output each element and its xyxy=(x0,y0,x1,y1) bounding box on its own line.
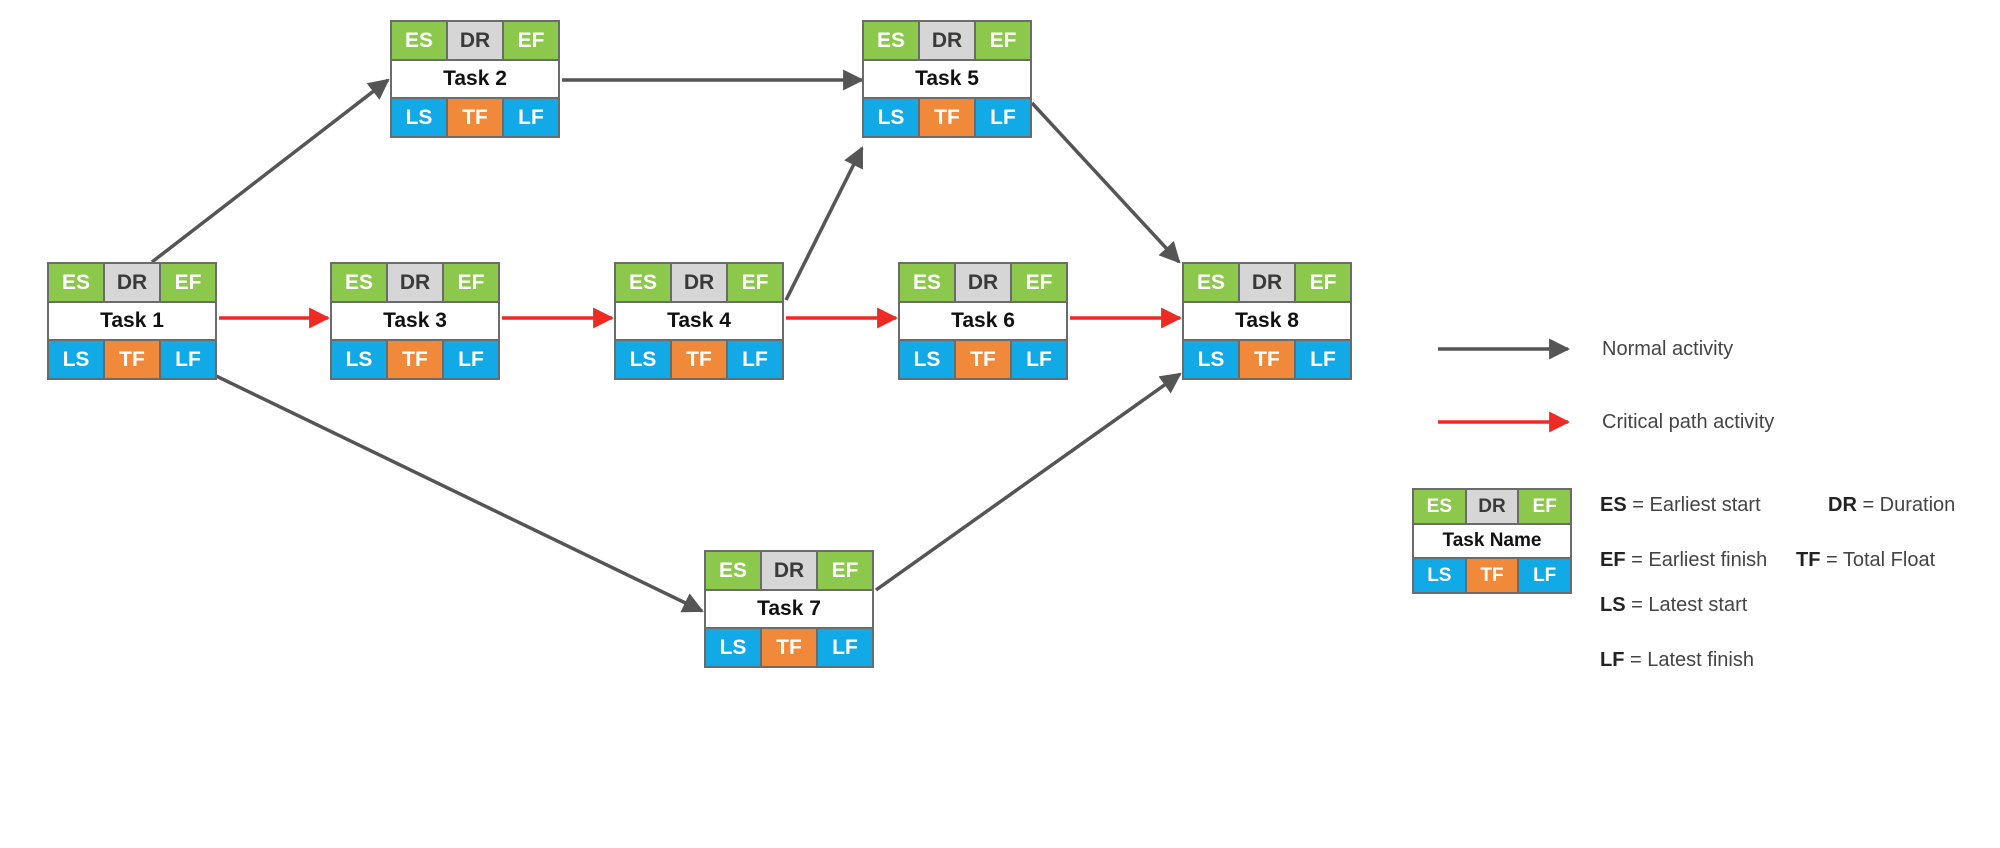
tf-cell: TF xyxy=(762,629,818,666)
def-text: = Latest start xyxy=(1625,594,1748,616)
def-abbr: LF xyxy=(1600,649,1625,671)
tf-cell: TF xyxy=(1466,559,1520,592)
dr-cell: DR xyxy=(956,264,1012,301)
def-abbr: TF xyxy=(1796,549,1821,571)
tf-cell: TF xyxy=(448,99,504,136)
task-name: Task 7 xyxy=(706,589,872,629)
legend-def-lf: LF = Latest finish xyxy=(1600,649,1754,672)
dr-cell: DR xyxy=(762,552,818,589)
task-name: Task 6 xyxy=(900,301,1066,341)
ef-cell: EF xyxy=(161,264,215,301)
es-cell: ES xyxy=(332,264,388,301)
ef-cell: EF xyxy=(1519,490,1571,523)
def-text: = Duration xyxy=(1856,494,1956,516)
def-abbr: EF xyxy=(1600,549,1626,571)
lf-cell: LF xyxy=(976,99,1030,136)
ls-cell: LS xyxy=(392,99,448,136)
edge-task5-task8 xyxy=(1030,101,1181,264)
ls-cell: LS xyxy=(49,341,105,378)
legend-def-dr: DR = Duration xyxy=(1828,494,1955,517)
def-text: = Total Float xyxy=(1820,549,1936,571)
es-cell: ES xyxy=(900,264,956,301)
ef-cell: EF xyxy=(818,552,872,589)
ls-cell: LS xyxy=(1414,559,1467,592)
edge-task7-task8 xyxy=(874,372,1182,592)
task-name: Task 3 xyxy=(332,301,498,341)
def-text: = Latest finish xyxy=(1624,649,1754,671)
lf-cell: LF xyxy=(728,341,782,378)
task-name: Task 8 xyxy=(1184,301,1350,341)
lf-cell: LF xyxy=(504,99,558,136)
edge-task1-task2 xyxy=(150,78,390,264)
task-name: Task 5 xyxy=(864,59,1030,99)
ef-cell: EF xyxy=(1012,264,1066,301)
es-cell: ES xyxy=(1184,264,1240,301)
dr-cell: DR xyxy=(672,264,728,301)
ef-cell: EF xyxy=(1296,264,1350,301)
tf-cell: TF xyxy=(672,341,728,378)
def-abbr: DR xyxy=(1828,494,1857,516)
ls-cell: LS xyxy=(864,99,920,136)
ef-cell: EF xyxy=(444,264,498,301)
dr-cell: DR xyxy=(105,264,161,301)
es-cell: ES xyxy=(706,552,762,589)
es-cell: ES xyxy=(392,22,448,59)
es-cell: ES xyxy=(864,22,920,59)
task-name: Task 4 xyxy=(616,301,782,341)
tf-cell: TF xyxy=(388,341,444,378)
task-name: Task 1 xyxy=(49,301,215,341)
lf-cell: LF xyxy=(1012,341,1066,378)
legend-def-ef: EF = Earliest finish xyxy=(1600,549,1767,572)
legend-def-es: ES = Earliest start xyxy=(1600,494,1761,517)
edge-task1-task7 xyxy=(211,372,704,613)
lf-cell: LF xyxy=(1296,341,1350,378)
tf-cell: TF xyxy=(920,99,976,136)
edge-task4-task5 xyxy=(784,146,864,301)
tf-cell: TF xyxy=(956,341,1012,378)
ls-cell: LS xyxy=(706,629,762,666)
dr-cell: DR xyxy=(920,22,976,59)
ls-cell: LS xyxy=(1184,341,1240,378)
def-text: = Earliest finish xyxy=(1625,549,1768,571)
dr-cell: DR xyxy=(448,22,504,59)
legend-task-name: Task Name xyxy=(1414,523,1570,559)
dr-cell: DR xyxy=(388,264,444,301)
ef-cell: EF xyxy=(976,22,1030,59)
def-text: = Earliest start xyxy=(1626,494,1761,516)
dr-cell: DR xyxy=(1240,264,1296,301)
def-abbr: LS xyxy=(1600,594,1626,616)
task-name: Task 2 xyxy=(392,59,558,99)
es-cell: ES xyxy=(616,264,672,301)
def-abbr: ES xyxy=(1600,494,1627,516)
legend-critical-label: Critical path activity xyxy=(1602,411,1775,433)
es-cell: ES xyxy=(49,264,105,301)
dr-cell: DR xyxy=(1466,490,1520,523)
tf-cell: TF xyxy=(1240,341,1296,378)
ls-cell: LS xyxy=(616,341,672,378)
lf-cell: LF xyxy=(161,341,215,378)
lf-cell: LF xyxy=(1519,559,1571,592)
tf-cell: TF xyxy=(105,341,161,378)
ef-cell: EF xyxy=(504,22,558,59)
legend-def-ls: LS = Latest start xyxy=(1600,594,1747,617)
lf-cell: LF xyxy=(818,629,872,666)
legend-normal-label: Normal activity xyxy=(1602,338,1734,360)
ls-cell: LS xyxy=(332,341,388,378)
es-cell: ES xyxy=(1414,490,1467,523)
lf-cell: LF xyxy=(444,341,498,378)
ls-cell: LS xyxy=(900,341,956,378)
ef-cell: EF xyxy=(728,264,782,301)
legend-def-tf: TF = Total Float xyxy=(1796,549,1935,572)
